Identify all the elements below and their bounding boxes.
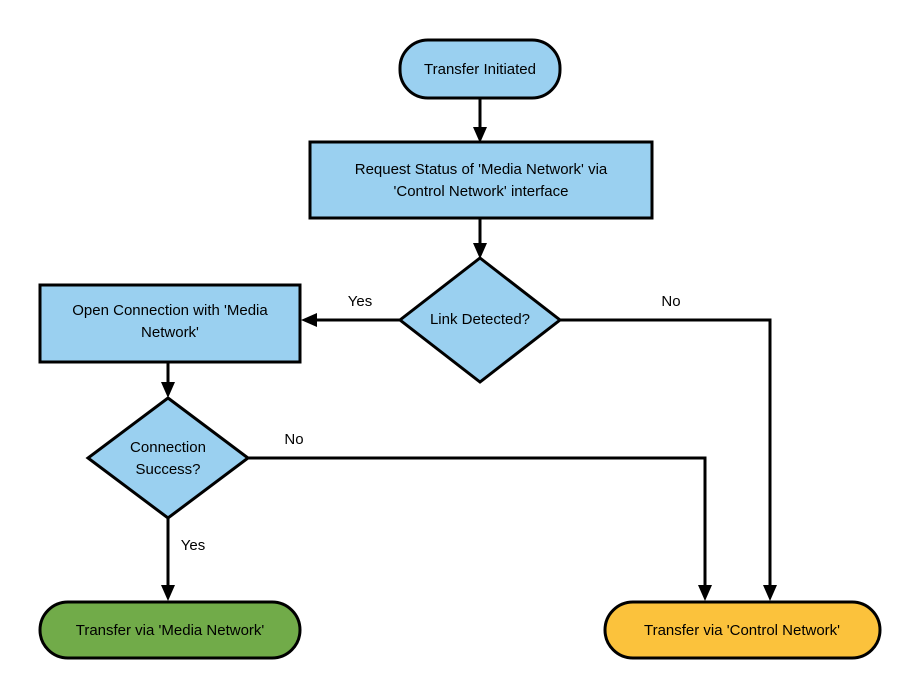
node-connection-success-shape[interactable] bbox=[85, 396, 251, 520]
arrowhead-icon bbox=[473, 127, 487, 143]
node-connection-success-label-line2: Success? bbox=[135, 461, 200, 478]
node-link-detected-label: Link Detected? bbox=[430, 311, 530, 328]
arrowhead-icon bbox=[161, 585, 175, 601]
node-transfer-control-network-shape[interactable] bbox=[603, 600, 882, 660]
node-transfer-initiated[interactable]: Transfer Initiated bbox=[398, 38, 562, 100]
node-open-connection-label-line1: Open Connection with 'Media bbox=[72, 302, 268, 319]
arrowhead-icon bbox=[161, 382, 175, 398]
edge-label-no-connection-success: No bbox=[284, 431, 303, 448]
node-transfer-control-network[interactable]: Transfer via 'Control Network' bbox=[603, 600, 882, 660]
node-transfer-media-network-shape[interactable] bbox=[38, 600, 302, 660]
edge-label-no-link-detected: No bbox=[661, 293, 680, 310]
edge-link-detected-no-to-transfer-control: No bbox=[560, 293, 777, 601]
arrowhead-icon bbox=[698, 585, 712, 601]
node-open-connection-shape[interactable] bbox=[38, 283, 302, 364]
arrowhead-icon bbox=[301, 313, 317, 327]
edge-start-to-request bbox=[473, 98, 487, 143]
node-request-status-label-line2: 'Control Network' interface bbox=[394, 183, 569, 200]
arrowhead-icon bbox=[473, 243, 487, 259]
node-open-connection[interactable]: Open Connection with 'Media Network' bbox=[38, 283, 302, 364]
edge-link-detected-yes-to-open-connection: Yes bbox=[301, 293, 400, 327]
edge-request-to-link-detected bbox=[473, 218, 487, 259]
node-connection-success[interactable]: Connection Success? bbox=[85, 396, 251, 520]
node-connection-success-label-line1: Connection bbox=[130, 439, 206, 456]
edge-label-yes-link-detected: Yes bbox=[348, 293, 372, 310]
node-transfer-initiated-shape[interactable] bbox=[398, 38, 562, 100]
edge-label-yes-connection-success: Yes bbox=[181, 537, 205, 554]
arrowhead-icon bbox=[763, 585, 777, 601]
node-transfer-media-network-label: Transfer via 'Media Network' bbox=[76, 622, 265, 639]
edge-connection-success-yes-to-transfer-media: Yes bbox=[161, 518, 205, 601]
edge-connection-success-no-to-transfer-control: No bbox=[248, 431, 712, 601]
node-open-connection-label-line2: Network' bbox=[141, 324, 199, 341]
node-link-detected-shape[interactable] bbox=[397, 256, 563, 384]
node-request-status-shape[interactable] bbox=[308, 140, 654, 220]
node-transfer-control-network-label: Transfer via 'Control Network' bbox=[644, 622, 840, 639]
node-transfer-media-network[interactable]: Transfer via 'Media Network' bbox=[38, 600, 302, 660]
node-transfer-initiated-label: Transfer Initiated bbox=[424, 61, 536, 78]
node-request-status[interactable]: Request Status of 'Media Network' via 'C… bbox=[308, 140, 654, 220]
node-request-status-label-line1: Request Status of 'Media Network' via bbox=[355, 161, 608, 178]
node-link-detected[interactable]: Link Detected? bbox=[397, 256, 563, 384]
edge-open-connection-to-connection-success bbox=[161, 362, 175, 398]
